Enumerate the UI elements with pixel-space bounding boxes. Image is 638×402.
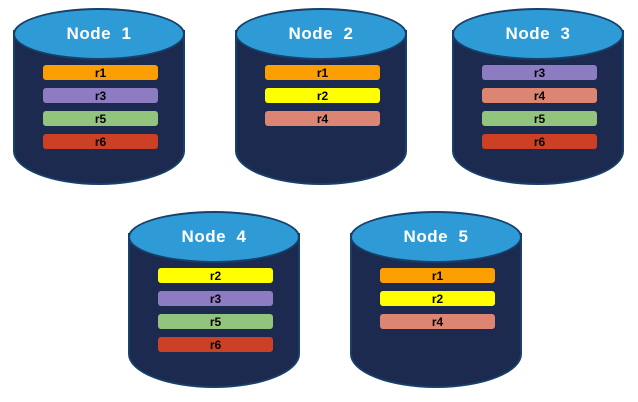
- cylinder-top-ellipse: Node 2: [235, 8, 407, 60]
- replica-label: r6: [533, 134, 546, 149]
- replica-list: r1 r3 r5 r6: [43, 65, 158, 157]
- replica-bar[interactable]: r3: [158, 291, 273, 306]
- replica-bar[interactable]: r3: [43, 88, 158, 103]
- replica-bar[interactable]: r5: [158, 314, 273, 329]
- cylinder-body: [128, 233, 300, 388]
- node-title-label: Node 4: [181, 226, 247, 246]
- database-node-cylinder[interactable]: Node 4 r2 r3 r5 r6: [128, 211, 300, 388]
- replica-label: r5: [533, 111, 546, 126]
- cylinder-top-ellipse: Node 3: [452, 8, 624, 60]
- replica-bar[interactable]: r3: [482, 65, 597, 80]
- replica-label: r1: [94, 65, 107, 80]
- replica-label: r5: [94, 111, 107, 126]
- database-node-cylinder[interactable]: Node 5 r1 r2 r4: [350, 211, 522, 388]
- replica-bar[interactable]: r2: [380, 291, 495, 306]
- cylinder-body: [350, 233, 522, 388]
- replica-label: r5: [209, 314, 222, 329]
- replica-label: r1: [316, 65, 329, 80]
- replica-label: r2: [316, 88, 329, 103]
- replica-list: r1 r2 r4: [380, 268, 495, 337]
- replica-label: r2: [209, 268, 222, 283]
- node-title-label: Node 3: [505, 23, 571, 43]
- replica-label: r2: [431, 291, 444, 306]
- replica-bar[interactable]: r6: [158, 337, 273, 352]
- database-node-cylinder[interactable]: Node 3 r3 r4 r5 r6: [452, 8, 624, 185]
- replica-label: r3: [209, 291, 222, 306]
- replica-list: r2 r3 r5 r6: [158, 268, 273, 360]
- replica-bar[interactable]: r6: [43, 134, 158, 149]
- cylinder-top-ellipse: Node 4: [128, 211, 300, 263]
- replica-bar[interactable]: r1: [43, 65, 158, 80]
- replica-label: r4: [316, 111, 329, 126]
- replica-label: r4: [533, 88, 546, 103]
- replica-label: r6: [209, 337, 222, 352]
- replica-label: r1: [431, 268, 444, 283]
- replica-label: r6: [94, 134, 107, 149]
- replica-bar[interactable]: r5: [482, 111, 597, 126]
- node-title-label: Node 1: [66, 23, 132, 43]
- node-title-label: Node 2: [288, 23, 354, 43]
- replica-bar[interactable]: r4: [265, 111, 380, 126]
- replica-bar[interactable]: r4: [380, 314, 495, 329]
- replica-list: r3 r4 r5 r6: [482, 65, 597, 157]
- cylinder-top-ellipse: Node 1: [13, 8, 185, 60]
- replica-bar[interactable]: r6: [482, 134, 597, 149]
- node-title-label: Node 5: [403, 226, 469, 246]
- replica-bar[interactable]: r1: [380, 268, 495, 283]
- database-node-cylinder[interactable]: Node 1 r1 r3 r5 r6: [13, 8, 185, 185]
- replica-bar[interactable]: r1: [265, 65, 380, 80]
- replica-bar[interactable]: r4: [482, 88, 597, 103]
- replica-bar[interactable]: r5: [43, 111, 158, 126]
- replica-label: r4: [431, 314, 444, 329]
- replica-label: r3: [94, 88, 107, 103]
- cylinder-top-ellipse: Node 5: [350, 211, 522, 263]
- replica-label: r3: [533, 65, 546, 80]
- database-node-cylinder[interactable]: Node 2 r1 r2 r4: [235, 8, 407, 185]
- replica-bar[interactable]: r2: [158, 268, 273, 283]
- replica-bar[interactable]: r2: [265, 88, 380, 103]
- replica-list: r1 r2 r4: [265, 65, 380, 134]
